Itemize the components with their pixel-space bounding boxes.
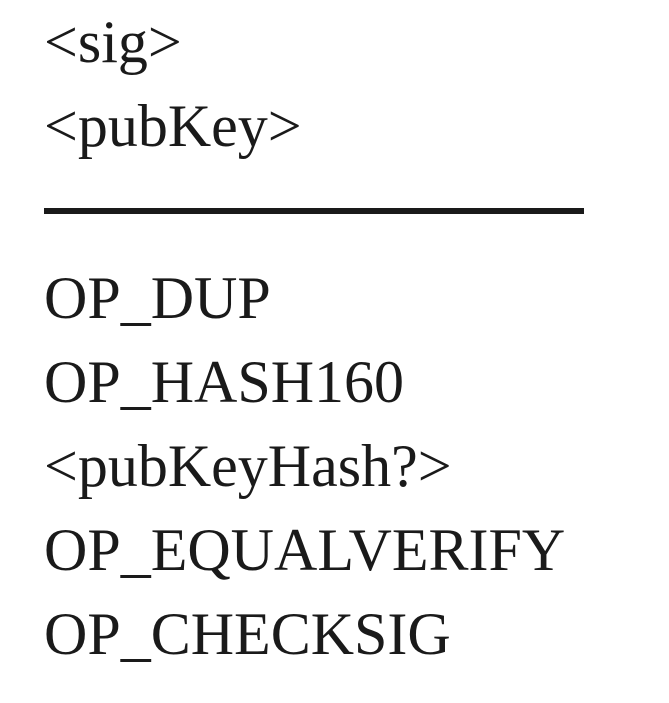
script-pubkey-line: OP_CHECKSIG (44, 601, 451, 667)
divider (44, 208, 584, 214)
script-pubkey-line: OP_DUP (44, 265, 271, 331)
script-sig-line: <sig> (44, 9, 182, 75)
script-pubkey-line: <pubKeyHash?> (44, 433, 452, 499)
script-pubkey-line: OP_EQUALVERIFY (44, 517, 566, 583)
script-pubkey-line: OP_HASH160 (44, 349, 405, 415)
script-sig-line: <pubKey> (44, 93, 302, 159)
